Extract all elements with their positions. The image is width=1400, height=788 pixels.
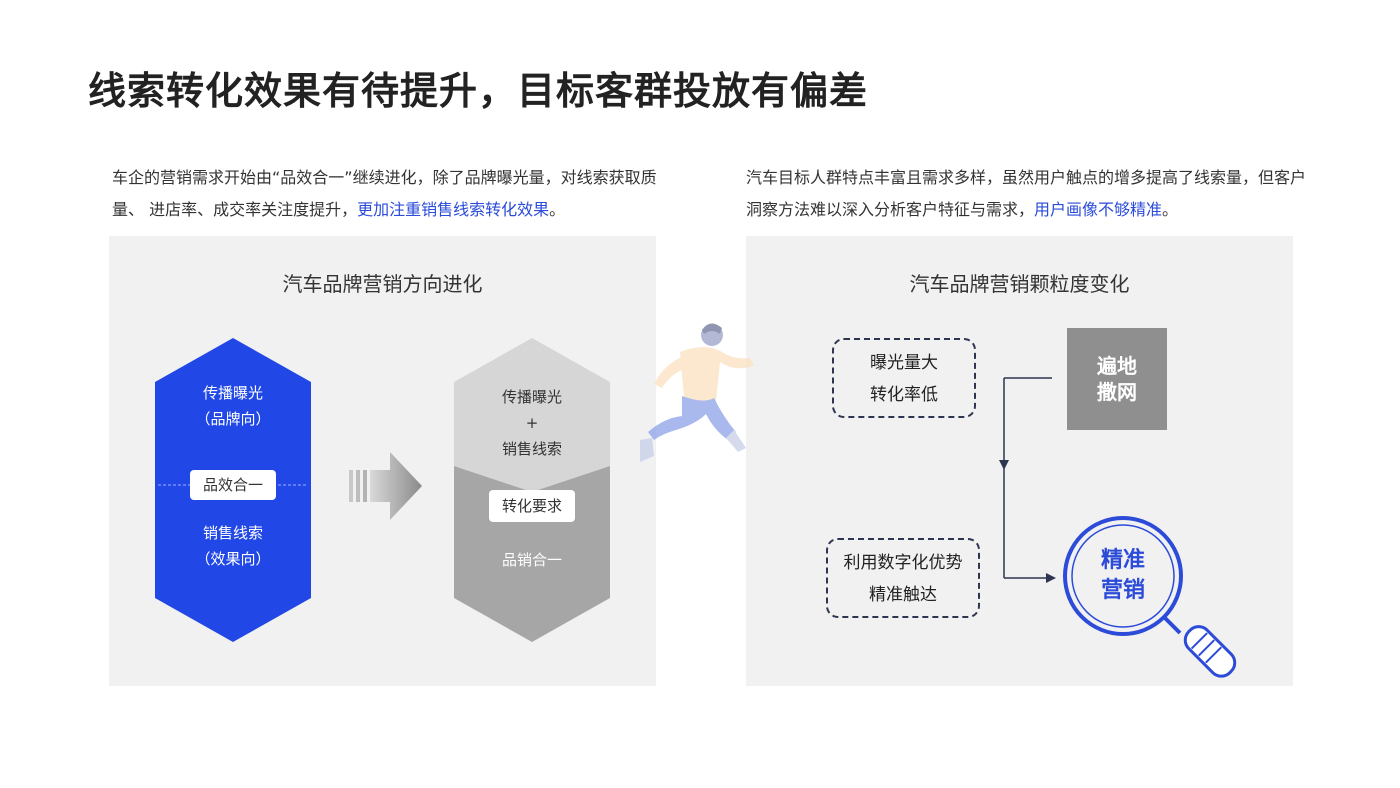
gray-hexagon-top-text: 传播曝光 + 销售线索 [454,384,610,462]
blue-hexagon-pill: 品效合一 [190,470,276,500]
gray-hex-top-line2: + [525,414,539,432]
blue-hex-bottom-line2: （效果向） [195,550,271,568]
lens-line1: 精准 [1100,548,1145,573]
gray-hexagon-pill: 转化要求 [489,490,575,522]
exposure-box: 曝光量大 转化率低 [832,338,976,418]
gray-hex-top-line1: 传播曝光 [501,388,562,406]
flow-arrow-icon [999,377,1056,583]
gray-hexagon-top [454,338,610,492]
magnifier-icon [1063,516,1237,678]
page-title: 线索转化效果有待提升，目标客群投放有偏差 [88,69,869,113]
gray-hex-top-line3: 销售线索 [501,440,562,458]
lens-line2: 营销 [1100,578,1145,603]
digital-box-line2: 精准触达 [869,585,937,605]
blue-hex-top-line1: 传播曝光 [202,384,263,402]
left-desc-end: 。 [549,200,566,219]
right-panel-title: 汽车品牌营销颗粒度变化 [909,272,1130,296]
right-arrow-icon [349,452,422,520]
left-desc-highlight: 更加注重销售线索转化效果 [357,200,550,219]
right-desc-text: 汽车目标人群特点丰富且需求多样，虽然用户触点的增多提高了线索量，但客户洞察方法难… [746,168,1307,219]
right-desc-highlight: 用户画像不够精准 [1034,200,1163,219]
running-man-icon [640,323,754,462]
exposure-box-line1: 曝光量大 [870,353,938,373]
blue-hex-bottom-line1: 销售线索 [202,524,263,542]
right-description: 汽车目标人群特点丰富且需求多样，虽然用户触点的增多提高了线索量，但客户洞察方法难… [746,162,1306,226]
gray-hex-bottom-line1: 品销合一 [501,551,562,569]
left-desc-text: 车企的营销需求开始由“品效合一”继续进化，除了品牌曝光量，对线索获取质量、 进店… [112,168,657,219]
right-desc-end: 。 [1162,200,1179,219]
blanket-cast-line2: 撒网 [1097,380,1137,404]
left-description: 车企的营销需求开始由“品效合一”继续进化，除了品牌曝光量，对线索获取质量、 进店… [112,162,672,226]
digital-box-line1: 利用数字化优势 [843,553,963,573]
gray-hexagon-bottom-text: 品销合一 [454,547,610,573]
blue-hexagon-bottom-text: 销售线索 （效果向） [155,520,311,572]
left-panel-title: 汽车品牌营销方向进化 [282,272,483,296]
blanket-cast-line1: 遍地 [1097,354,1137,378]
digital-advantage-box: 利用数字化优势 精准触达 [826,538,980,618]
exposure-box-line2: 转化率低 [870,385,938,405]
blue-hex-top-line2: （品牌向） [195,410,271,428]
precise-marketing-text: 精准 营销 [1073,546,1173,606]
blue-hexagon-top-text: 传播曝光 （品牌向） [155,380,311,432]
blanket-cast-box: 遍地 撒网 [1067,328,1167,430]
